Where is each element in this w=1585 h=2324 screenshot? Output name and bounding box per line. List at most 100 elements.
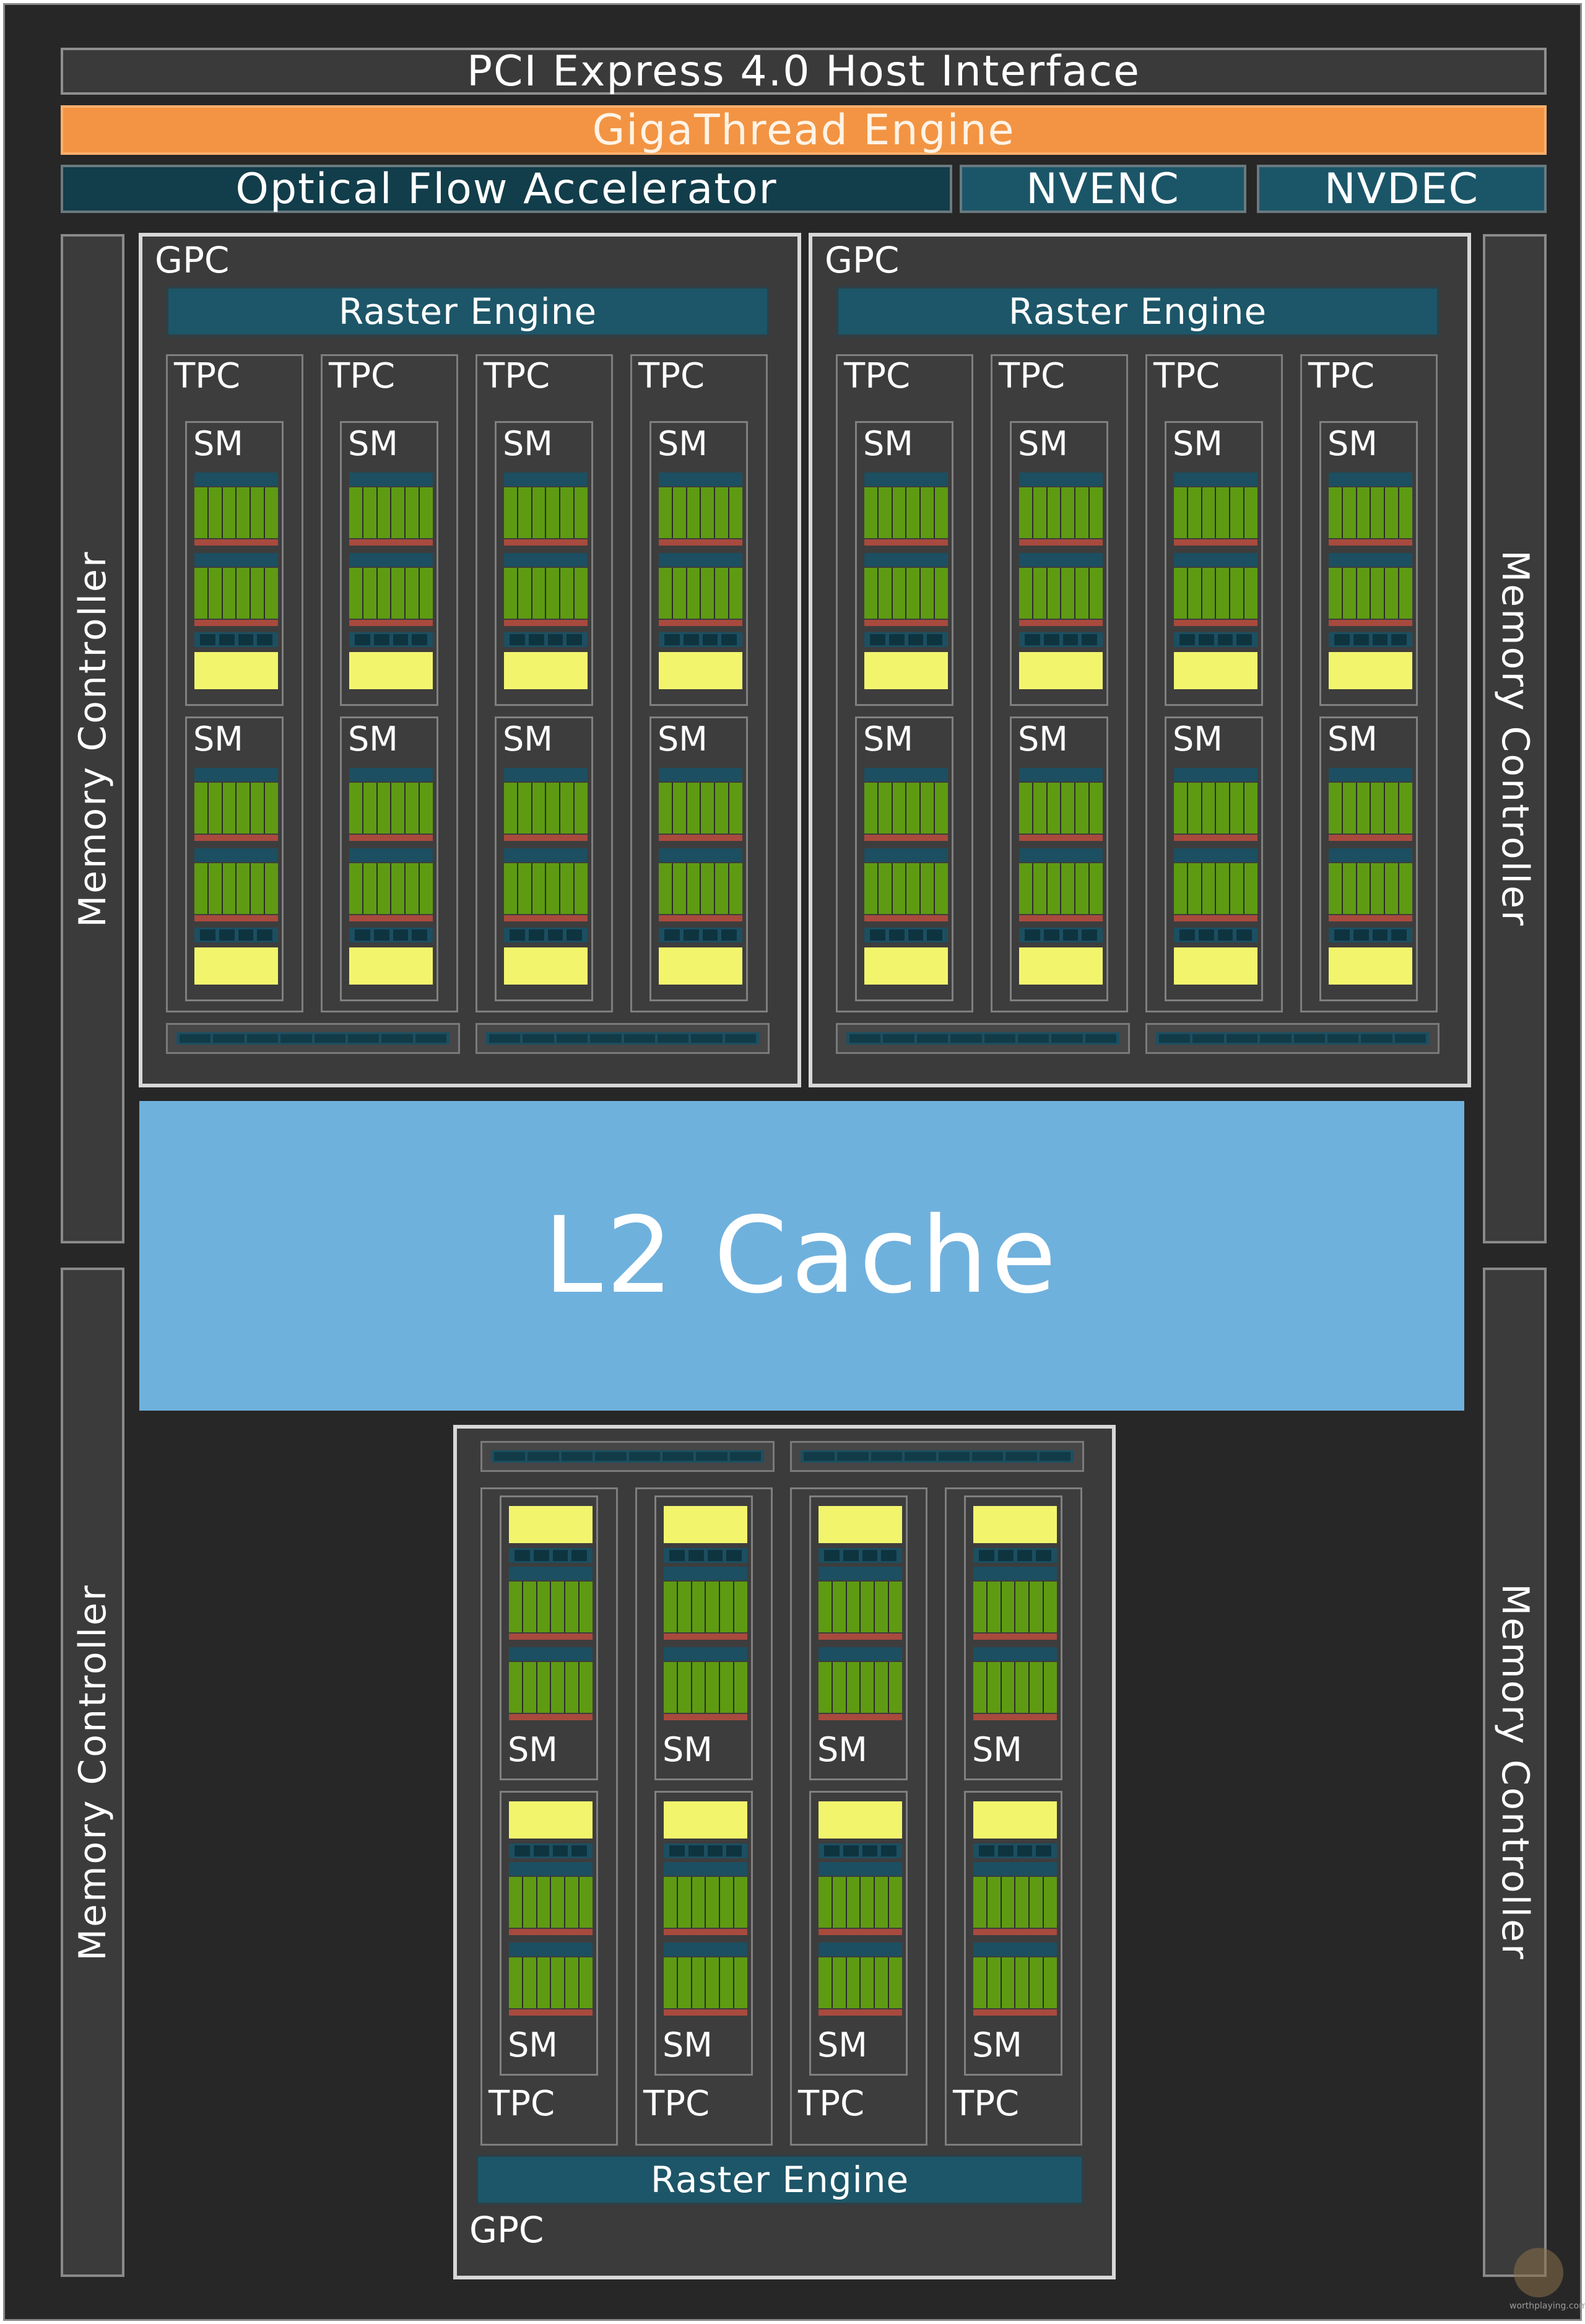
cuda-core-cell <box>565 1582 580 1632</box>
rt-core <box>1329 652 1412 689</box>
cuda-core-cell <box>1174 863 1188 914</box>
load-store-units <box>864 632 948 647</box>
streaming-multiprocessor: SM <box>340 421 438 706</box>
dispatch-cell <box>1391 929 1407 941</box>
tensor-cores <box>664 2009 747 2016</box>
cuda-cores <box>659 863 742 914</box>
cuda-core-cell <box>406 783 420 833</box>
sm-label: SM <box>658 720 708 759</box>
cuda-core-cell <box>819 1662 833 1713</box>
sm-label: SM <box>863 424 913 463</box>
cuda-core-cell <box>1174 783 1188 833</box>
streaming-multiprocessor: SM <box>1010 421 1108 706</box>
warp-scheduler <box>819 1862 902 1876</box>
tpc-label: TPC <box>999 356 1066 396</box>
dispatch-cell <box>726 1845 742 1856</box>
cuda-core-cell <box>546 568 561 619</box>
cuda-core-cell <box>1047 863 1062 914</box>
streaming-multiprocessor: SM <box>495 421 593 706</box>
dispatch-cell <box>843 1845 859 1856</box>
cuda-cores <box>864 487 948 538</box>
rt-core <box>194 947 278 985</box>
memory-controller-label: Memory Controller <box>71 550 115 928</box>
dispatch-cell <box>1372 634 1388 645</box>
load-store-units <box>664 1548 747 1563</box>
dispatch-cell <box>373 634 389 645</box>
cuda-core-cell <box>537 1877 552 1928</box>
cuda-core-cell <box>546 487 561 538</box>
cuda-core-cell <box>504 783 518 833</box>
cuda-core-cell <box>222 568 237 619</box>
cuda-core-cell <box>832 1582 847 1632</box>
polymorph-unit <box>381 1034 413 1043</box>
dispatch-cell <box>393 634 409 645</box>
cuda-core-cell <box>1216 783 1231 833</box>
polymorph-unit <box>595 1452 627 1461</box>
sm-label: SM <box>1327 424 1378 463</box>
tpc-label: TPC <box>643 2084 710 2124</box>
cuda-cores <box>194 487 278 538</box>
warp-scheduler <box>1019 472 1103 486</box>
warp-scheduler <box>1019 848 1103 862</box>
cuda-core-cell <box>1399 487 1412 538</box>
dispatch-cell <box>1025 634 1040 645</box>
load-store-units <box>659 928 742 942</box>
cuda-core-cell <box>546 863 561 914</box>
dispatch-cell <box>1198 929 1214 941</box>
cuda-core-cell <box>672 783 687 833</box>
dispatch-cell <box>881 1550 897 1561</box>
sm-label: SM <box>817 1730 867 1769</box>
dispatch-cell <box>1017 1845 1033 1856</box>
cuda-cores <box>1329 487 1412 538</box>
cuda-core-cell <box>935 487 948 538</box>
memory-controller-1: Memory Controller <box>61 234 124 1243</box>
cuda-core-cell <box>892 487 907 538</box>
polymorph-unit <box>280 1034 312 1043</box>
polymorph-unit <box>1051 1034 1083 1043</box>
dispatch-cell <box>664 929 680 941</box>
cuda-core-cell <box>935 568 948 619</box>
cuda-core-cell <box>560 783 575 833</box>
tensor-cores <box>194 915 278 921</box>
cuda-core-cell <box>692 1877 706 1928</box>
cuda-core-cell <box>420 568 433 619</box>
dispatch-cell <box>1217 634 1233 645</box>
cuda-core-cell <box>1033 487 1048 538</box>
cuda-core-cell <box>1244 783 1257 833</box>
cuda-core-cell <box>878 568 893 619</box>
rt-core <box>504 947 588 985</box>
warp-scheduler <box>349 472 433 486</box>
cuda-core-cell <box>1030 1957 1044 2008</box>
rt-core <box>664 1506 747 1543</box>
cuda-core-cell <box>846 1582 861 1632</box>
rt-core <box>973 1506 1057 1543</box>
cuda-core-cell <box>194 487 209 538</box>
polymorph-unit <box>950 1034 982 1043</box>
cuda-core-cell <box>1202 783 1217 833</box>
cuda-core-cell <box>734 1877 747 1928</box>
cuda-cores <box>973 1877 1057 1928</box>
warp-scheduler <box>659 472 742 486</box>
cuda-core-cell <box>819 1957 833 2008</box>
cuda-cores <box>509 1582 593 1632</box>
gigathread-engine: GigaThread Engine <box>61 105 1547 155</box>
dispatch-cell <box>1062 634 1079 645</box>
dispatch-cell <box>870 634 885 645</box>
dispatch-cell <box>1017 1550 1033 1561</box>
watermark-caption: worthplaying.com <box>1509 2301 1585 2311</box>
cuda-cores <box>819 1582 902 1632</box>
warp-scheduler <box>659 553 742 567</box>
cuda-core-cell <box>551 1877 566 1928</box>
gpc-label: GPC <box>469 2209 544 2251</box>
cuda-core-cell <box>687 487 701 538</box>
cuda-core-cell <box>832 1877 847 1928</box>
cuda-core-cell <box>1015 1662 1030 1713</box>
cuda-core-cell <box>1385 863 1400 914</box>
cuda-core-cell <box>1342 568 1357 619</box>
cuda-cores <box>349 783 433 833</box>
rt-core <box>504 652 588 689</box>
cuda-core-cell <box>523 1582 537 1632</box>
